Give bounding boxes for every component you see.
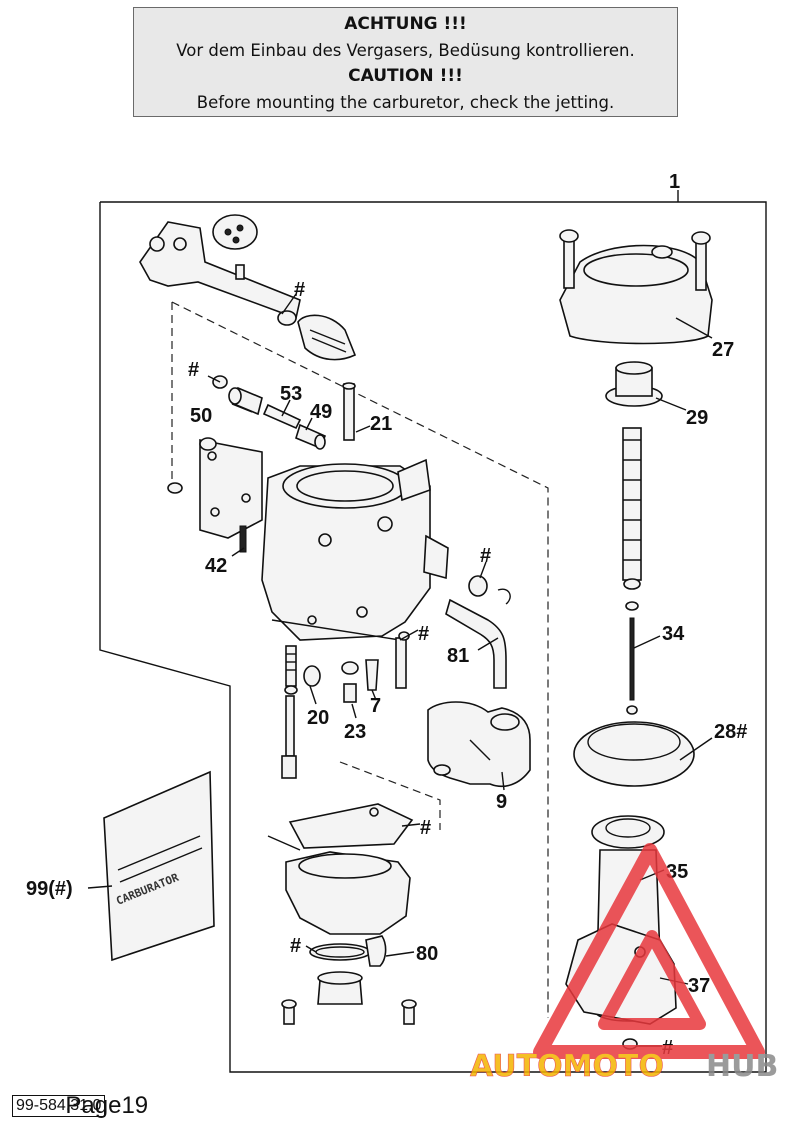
cap-29 <box>605 361 663 407</box>
label-part-50: 50 <box>190 405 212 427</box>
label-part-7: 7 <box>370 695 381 717</box>
watermark-text-automoto: AUTOMOTO <box>470 1049 664 1084</box>
jet-needle-34 <box>626 617 638 715</box>
label-part-9: 9 <box>496 791 507 813</box>
label-part-99: 99(#) <box>26 878 73 900</box>
label-part-23: 23 <box>344 721 366 743</box>
document-code: 99-584.31.0 <box>12 1095 106 1118</box>
label-part-21: 21 <box>370 413 392 435</box>
label-part-53: 53 <box>280 383 302 405</box>
label-hash-jet: # <box>418 623 429 645</box>
label-part-37: 37 <box>688 975 710 997</box>
choke-linkage <box>139 214 357 361</box>
label-hash-choke: # <box>294 279 305 301</box>
dashed-guide-upper <box>171 301 549 1018</box>
label-part-29: 29 <box>686 407 708 429</box>
watermark-text-hub: HUB <box>706 1049 778 1084</box>
carburetor-body <box>167 437 449 641</box>
screw-42 <box>239 525 247 553</box>
label-part-80: 80 <box>416 943 438 965</box>
page-footer: 99-584.31.0Page19 <box>12 1092 148 1120</box>
label-hash-gasket: # <box>420 817 431 839</box>
notice-title-de: ACHTUNG !!! <box>344 14 467 34</box>
screw-group <box>212 375 327 450</box>
jet-set <box>281 631 410 779</box>
label-assembly: 1 <box>669 171 680 193</box>
label-part-20: 20 <box>307 707 329 729</box>
label-hash-50: # <box>188 359 199 381</box>
page-number: Page19 <box>65 1092 149 1120</box>
notice-text-de: Vor dem Einbau des Vergasers, Bedüsung k… <box>176 41 635 60</box>
hose-81 <box>445 575 511 689</box>
top-cover-27 <box>559 229 713 345</box>
bolt-21 <box>342 382 356 441</box>
slide-spring <box>622 427 642 611</box>
assembly-boundary <box>99 201 767 1073</box>
label-part-81: 81 <box>447 645 469 667</box>
caution-notice: ACHTUNG !!! Vor dem Einbau des Vergasers… <box>133 7 678 117</box>
repair-kit-bag: CARBURATOR <box>103 770 215 962</box>
label-part-28: 28# <box>714 721 747 743</box>
label-part-34: 34 <box>662 623 685 645</box>
notice-title-en: CAUTION !!! <box>348 66 463 86</box>
label-part-49: 49 <box>310 401 332 423</box>
watermark-logo: AUTOMOTO HUB <box>470 843 778 1084</box>
label-part-42: 42 <box>205 555 227 577</box>
dashed-guide-lower <box>339 761 441 830</box>
notice-text-en: Before mounting the carburetor, check th… <box>196 93 615 112</box>
drain-parts <box>281 935 417 1025</box>
float-bowl <box>267 803 414 935</box>
diaphragm-28 <box>573 721 695 787</box>
label-hash-ring: # <box>480 545 491 567</box>
float-9 <box>427 701 531 788</box>
label-hash-oring: # <box>290 935 301 957</box>
label-part-27: 27 <box>712 339 734 361</box>
